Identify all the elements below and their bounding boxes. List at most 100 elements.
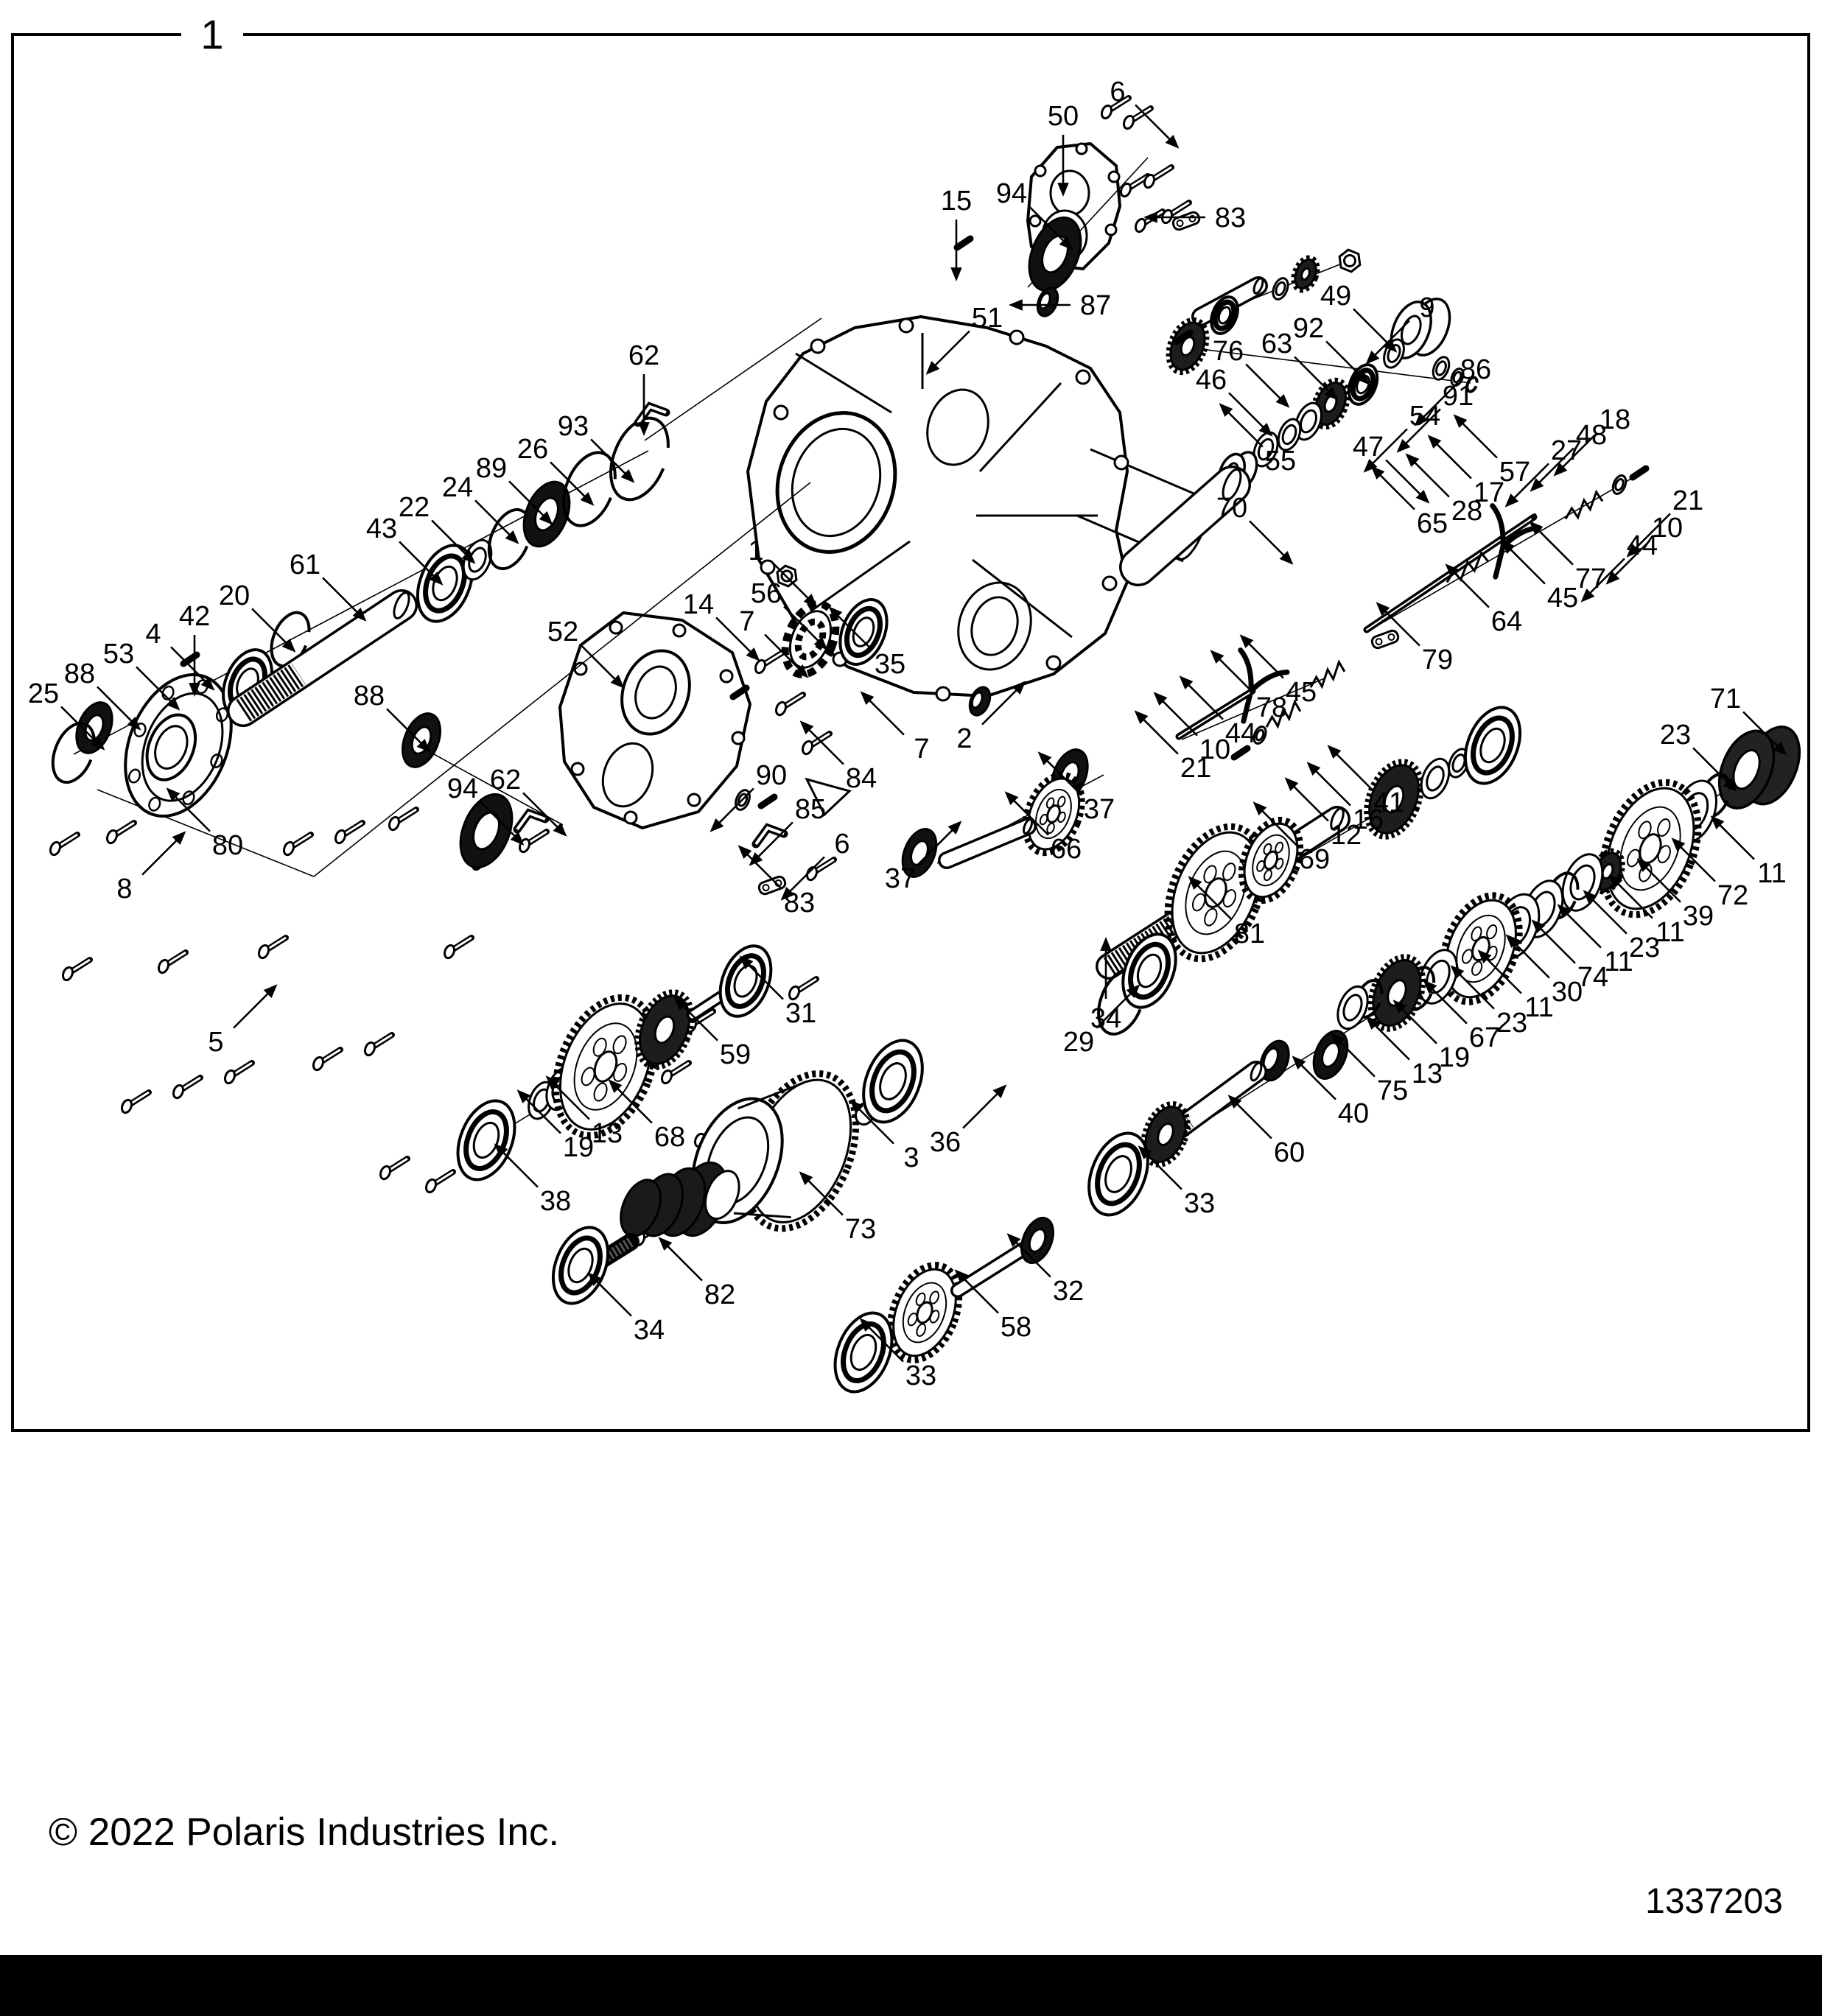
callout-50: 50 xyxy=(1048,101,1079,197)
gear xyxy=(1022,771,1085,857)
callout-label: 88 xyxy=(354,681,385,712)
leader-line xyxy=(610,1081,653,1124)
leader-line xyxy=(1096,986,1138,1029)
bolt xyxy=(1134,208,1166,233)
callout-label: 88 xyxy=(64,658,95,689)
leader-arrowhead xyxy=(1258,422,1273,437)
callout-80: 80 xyxy=(166,787,243,861)
callout-24: 24 xyxy=(442,472,519,544)
callout-41: 41 xyxy=(1327,745,1404,818)
callout-label: 1 xyxy=(748,535,763,566)
callout-label: 63 xyxy=(1261,329,1292,359)
leader-line xyxy=(862,693,905,736)
leader-arrowhead xyxy=(849,1100,864,1114)
leader-line xyxy=(1555,432,1598,474)
bolt xyxy=(49,832,80,857)
leader-arrowhead xyxy=(1179,675,1194,690)
callout-label: 71 xyxy=(1710,684,1741,714)
leader-arrowhead xyxy=(1165,134,1180,149)
leader-arrowhead xyxy=(587,1272,602,1287)
callout-label: 52 xyxy=(547,617,578,647)
callout-13: 13 xyxy=(545,1075,623,1149)
leader-arrowhead xyxy=(749,851,763,866)
leader-arrowhead xyxy=(608,1079,623,1094)
bolt xyxy=(61,957,93,982)
callout-53: 53 xyxy=(103,639,181,711)
leader-arrowhead xyxy=(505,530,519,544)
leader-line xyxy=(1136,712,1179,755)
callout-label: 76 xyxy=(1213,336,1244,367)
leader-arrowhead xyxy=(1327,745,1342,759)
callout-2: 2 xyxy=(956,681,1026,754)
callout-94: 94 xyxy=(996,178,1073,250)
callout-92: 92 xyxy=(1293,313,1370,385)
leader-line xyxy=(251,608,294,650)
callout-55: 55 xyxy=(1219,403,1296,477)
callout-68: 68 xyxy=(608,1079,685,1153)
callout-label: 30 xyxy=(1552,977,1583,1008)
leader-arrowhead xyxy=(1396,438,1411,453)
callout-71: 71 xyxy=(1710,684,1787,756)
gear xyxy=(886,1262,963,1363)
leader-arrowhead xyxy=(166,787,181,802)
callout-label: 27 xyxy=(1551,435,1582,466)
leader-line xyxy=(1365,428,1408,471)
leader-arrowhead xyxy=(1414,412,1429,426)
callout-label: 25 xyxy=(28,678,59,709)
leader-arrowhead xyxy=(539,510,553,525)
callout-51: 51 xyxy=(925,303,1003,375)
gear-dark xyxy=(634,989,695,1070)
oil-seal xyxy=(459,793,514,869)
callout-label: 6 xyxy=(1110,77,1125,108)
callout-label: 6 xyxy=(834,829,849,860)
callout-33: 33 xyxy=(859,1318,936,1391)
leader-arrowhead xyxy=(1143,211,1157,223)
axis-line xyxy=(412,742,564,826)
leader-arrowhead xyxy=(954,1269,969,1284)
callout-33: 33 xyxy=(1138,1145,1215,1219)
callout-label: 23 xyxy=(1660,720,1691,751)
leader-line xyxy=(1628,513,1671,555)
part-number: 1337203 xyxy=(1645,1882,1783,1921)
callout-7: 7 xyxy=(739,606,809,678)
leader-arrowhead xyxy=(1423,980,1437,994)
leader-line xyxy=(1479,952,1522,994)
leader-arrowhead xyxy=(516,1089,531,1104)
leader-line xyxy=(1425,982,1468,1025)
leader-line xyxy=(1255,804,1297,846)
leader-arrowhead xyxy=(1504,493,1519,507)
callout-94: 94 xyxy=(447,773,525,846)
callout-label: 24 xyxy=(442,472,473,503)
callout-label: 31 xyxy=(785,998,816,1029)
leader-arrowhead xyxy=(127,716,141,731)
leader-arrowhead xyxy=(813,636,828,650)
leader-arrowhead xyxy=(1605,570,1620,585)
leader-arrowhead xyxy=(1057,183,1069,197)
callout-label: 82 xyxy=(704,1279,735,1310)
bolt xyxy=(1143,164,1174,189)
leader-arrowhead xyxy=(1331,1033,1345,1047)
leader-arrowhead xyxy=(1415,489,1430,504)
callout-label: 44 xyxy=(1225,718,1256,749)
leader-arrowhead xyxy=(1445,563,1460,578)
leader-arrowhead xyxy=(1012,681,1026,695)
leader-line xyxy=(782,856,825,899)
axis-line xyxy=(313,482,811,877)
bolt xyxy=(788,976,819,1001)
leader-arrowhead xyxy=(799,1171,813,1186)
callout-label: 44 xyxy=(1627,530,1658,561)
callout-77: 77 xyxy=(1529,521,1606,594)
retainer-clip xyxy=(1370,629,1400,650)
callout-63: 63 xyxy=(1261,329,1339,401)
leader-line xyxy=(522,792,565,835)
callout-label: 87 xyxy=(1080,290,1111,321)
callout-40: 40 xyxy=(1292,1056,1369,1129)
leader-line xyxy=(861,1320,904,1363)
callout-label: 57 xyxy=(1499,457,1530,488)
callout-label: 39 xyxy=(1683,901,1714,932)
leader-arrowhead xyxy=(416,738,431,753)
bolt xyxy=(388,807,419,832)
callout-27: 27 xyxy=(1504,435,1582,507)
leader-line xyxy=(141,833,184,876)
assembly-callout-1: 1 xyxy=(200,11,223,57)
